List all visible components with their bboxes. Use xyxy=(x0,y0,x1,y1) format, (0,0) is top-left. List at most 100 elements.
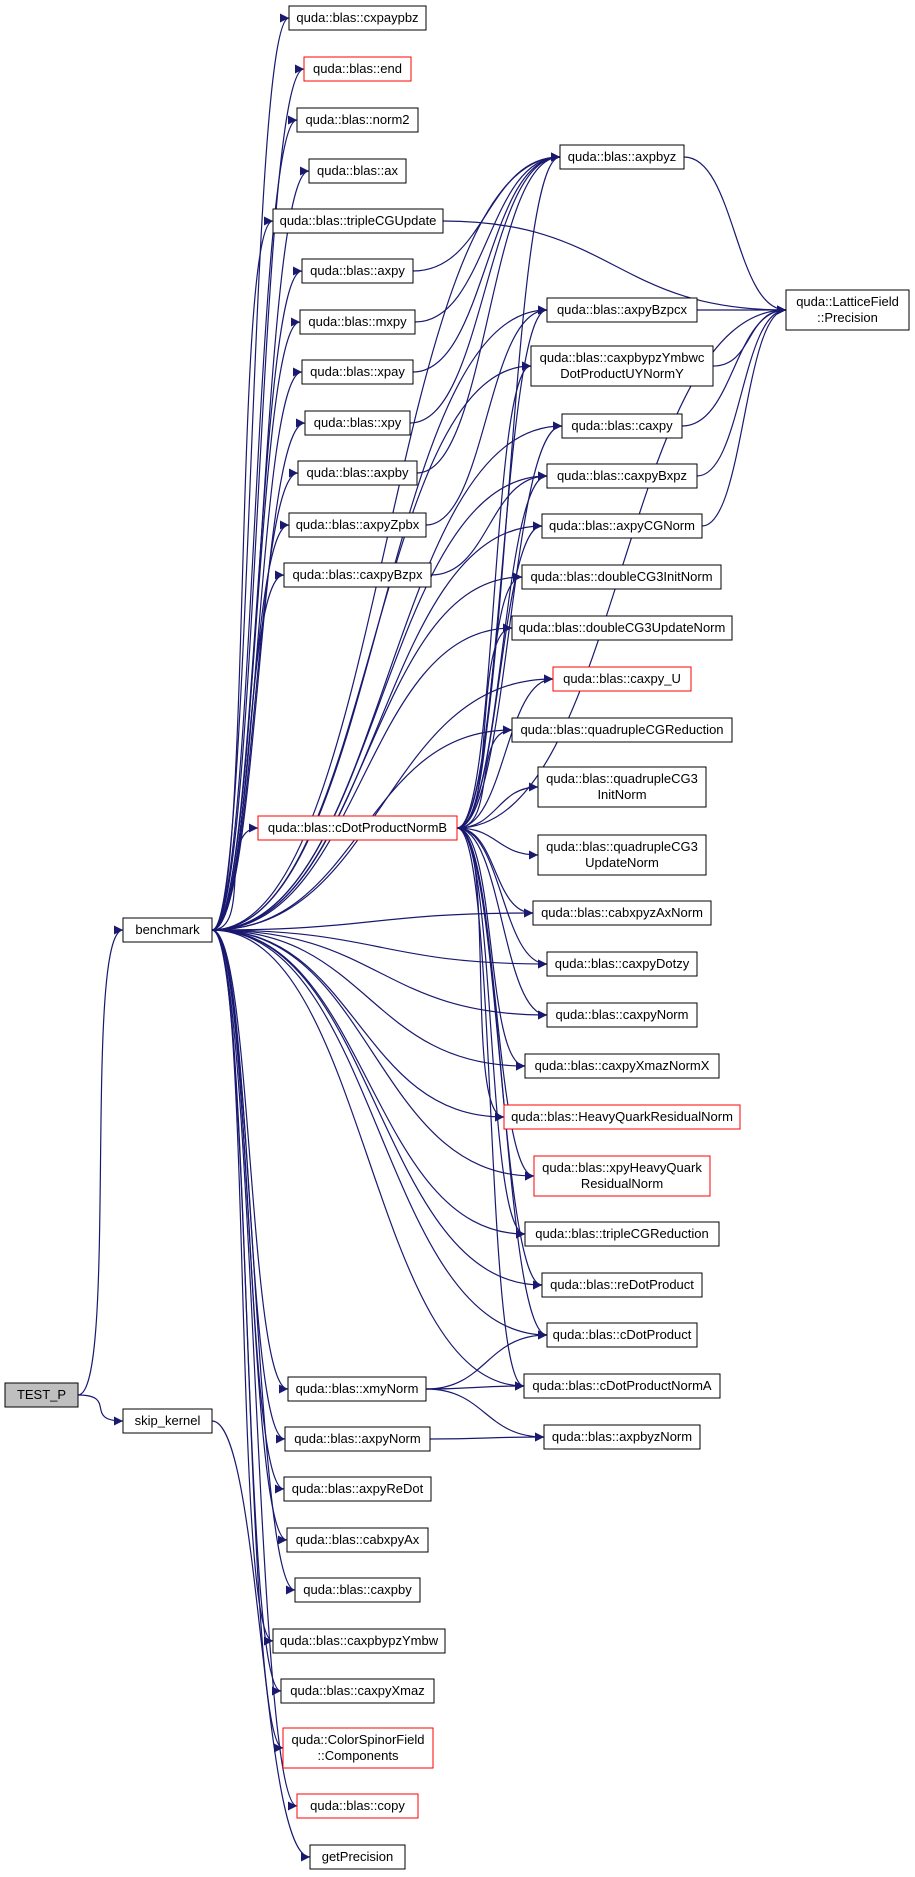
node-end[interactable]: quda::blas::end xyxy=(303,56,412,82)
node-box xyxy=(309,1844,406,1870)
node-copy[interactable]: quda::blas::copy xyxy=(296,1793,419,1819)
node-components[interactable]: quda::ColorSpinorField::Components xyxy=(282,1727,434,1769)
node-mxpy[interactable]: quda::blas::mxpy xyxy=(299,309,416,335)
node-heavy-quark-residual-norm[interactable]: quda::blas::HeavyQuarkResidualNorm xyxy=(503,1104,741,1130)
edges-layer xyxy=(77,13,787,1862)
node-re-dot-product[interactable]: quda::blas::reDotProduct xyxy=(541,1272,703,1298)
node-caxpy-dotzy[interactable]: quda::blas::caxpyDotzy xyxy=(546,951,698,977)
node-label: benchmark xyxy=(135,922,200,937)
edge-caxpy-bxpz-to-precision xyxy=(696,305,787,477)
node-label: quda::LatticeField xyxy=(796,294,899,309)
node-cxpaypbz[interactable]: quda::blas::cxpaypbz xyxy=(288,5,427,31)
node-ax[interactable]: quda::blas::ax xyxy=(308,158,407,184)
node-axpy-zpbx[interactable]: quda::blas::axpyZpbx xyxy=(288,512,427,538)
edge-c-dot-product-norm-b-to-triple-cgreduction xyxy=(456,827,526,1239)
node-caxpby[interactable]: quda::blas::caxpby xyxy=(294,1577,421,1603)
node-c-dot-product-norm-b[interactable]: quda::blas::cDotProductNormB xyxy=(257,815,458,841)
edge-benchmark-to-caxpbypz-ymbw-dp xyxy=(211,361,532,931)
node-box xyxy=(296,107,419,133)
node-xpay[interactable]: quda::blas::xpay xyxy=(301,359,414,385)
edge-xmy-norm-to-c-dot-product xyxy=(425,1330,548,1390)
node-label: quda::ColorSpinorField xyxy=(292,1732,425,1747)
edge-benchmark-to-xpay xyxy=(211,367,303,931)
node-c-dot-product-norm-a[interactable]: quda::blas::cDotProductNormA xyxy=(523,1373,721,1399)
edge-benchmark-to-re-dot-product xyxy=(211,929,543,1290)
node-label: quda::blas::axpyReDot xyxy=(292,1481,424,1496)
edge-benchmark-to-caxpy-norm xyxy=(211,929,548,1020)
edge-xpy-to-axpbyz xyxy=(409,152,561,424)
edge-c-dot-product-norm-b-to-double-cg3-init-norm xyxy=(456,572,523,829)
node-caxpy-norm[interactable]: quda::blas::caxpyNorm xyxy=(546,1002,698,1028)
node-box xyxy=(546,951,698,977)
node-box xyxy=(122,1408,213,1434)
edge-benchmark-to-caxpby xyxy=(211,929,296,1595)
edge-benchmark-to-cabxpy-ax xyxy=(211,929,288,1545)
node-box xyxy=(4,1382,79,1408)
node-cabxpy-ax[interactable]: quda::blas::cabxpyAx xyxy=(286,1527,429,1553)
edge-c-dot-product-norm-b-to-caxpy-norm xyxy=(456,827,548,1020)
node-double-cg3-init-norm[interactable]: quda::blas::doubleCG3InitNorm xyxy=(521,564,722,590)
edge-c-dot-product-norm-b-to-quadruple-cgreduction xyxy=(456,725,513,829)
node-label: quda::blas::ax xyxy=(317,163,398,178)
node-box xyxy=(297,460,418,486)
node-label: quda::blas::axpyNorm xyxy=(294,1431,420,1446)
node-label: quda::blas::copy xyxy=(310,1798,405,1813)
node-label: quda::blas::xmyNorm xyxy=(296,1381,419,1396)
node-triple-cgupdate[interactable]: quda::blas::tripleCGUpdate xyxy=(272,208,444,234)
node-axpy-norm[interactable]: quda::blas::axpyNorm xyxy=(284,1426,431,1452)
node-axpbyz-norm[interactable]: quda::blas::axpbyzNorm xyxy=(543,1424,701,1450)
node-skip-kernel[interactable]: skip_kernel xyxy=(122,1408,213,1434)
node-benchmark[interactable]: benchmark xyxy=(122,917,213,943)
edge-c-dot-product-norm-b-to-c-dot-product-norm-a xyxy=(456,827,525,1391)
node-label: quda::blas::mxpy xyxy=(308,314,407,329)
node-triple-cgreduction[interactable]: quda::blas::tripleCGReduction xyxy=(524,1221,720,1247)
node-axpy-bzpcx[interactable]: quda::blas::axpyBzpcx xyxy=(546,297,698,323)
node-label: quda::blas::doubleCG3UpdateNorm xyxy=(519,620,726,635)
edge-benchmark-to-c-dot-product-norm-a xyxy=(211,929,525,1391)
node-caxpy[interactable]: quda::blas::caxpy xyxy=(561,413,683,439)
node-get-precision[interactable]: getPrecision xyxy=(309,1844,406,1870)
node-caxpy-xmaz-norm-x[interactable]: quda::blas::caxpyXmazNormX xyxy=(524,1053,720,1079)
node-axpy[interactable]: quda::blas::axpy xyxy=(301,258,414,284)
node-label: quda::blas::axpby xyxy=(307,465,409,480)
node-norm2[interactable]: quda::blas::norm2 xyxy=(296,107,419,133)
node-cabxpyz-ax-norm[interactable]: quda::blas::cabxpyzAxNorm xyxy=(532,900,712,926)
node-box xyxy=(552,666,692,692)
node-caxpbypz-ymbw-dp[interactable]: quda::blas::caxpbypzYmbwcDotProductUYNor… xyxy=(530,345,714,387)
node-caxpy-u[interactable]: quda::blas::caxpy_U xyxy=(552,666,692,692)
node-caxpy-xmaz[interactable]: quda::blas::caxpyXmaz xyxy=(280,1678,435,1704)
node-caxpy-bxpz[interactable]: quda::blas::caxpyBxpz xyxy=(546,463,698,489)
node-box xyxy=(546,297,698,323)
node-label: ResidualNorm xyxy=(581,1176,663,1191)
node-test-p[interactable]: TEST_P xyxy=(4,1382,79,1408)
node-box xyxy=(503,1104,741,1130)
edge-caxpy-to-precision xyxy=(681,305,787,427)
node-box xyxy=(301,258,414,284)
edge-benchmark-to-cxpaypbz xyxy=(211,13,290,931)
node-label: skip_kernel xyxy=(135,1413,201,1428)
node-axpby[interactable]: quda::blas::axpby xyxy=(297,460,418,486)
node-box xyxy=(286,1527,429,1553)
node-axpy-cgnorm[interactable]: quda::blas::axpyCGNorm xyxy=(541,513,703,539)
node-quadruple-cgreduction[interactable]: quda::blas::quadrupleCGReduction xyxy=(511,717,733,743)
node-box xyxy=(511,717,733,743)
node-double-cg3-update-norm[interactable]: quda::blas::doubleCG3UpdateNorm xyxy=(511,615,733,641)
node-caxpbypz-ymbw[interactable]: quda::blas::caxpbypzYmbw xyxy=(272,1628,446,1654)
node-label: quda::blas::caxpyXmazNormX xyxy=(535,1058,710,1073)
node-box xyxy=(561,413,683,439)
edge-benchmark-to-caxpbypz-ymbw xyxy=(211,929,274,1646)
node-box xyxy=(541,513,703,539)
edge-benchmark-to-caxpy-bxpz xyxy=(211,471,548,931)
node-c-dot-product[interactable]: quda::blas::cDotProduct xyxy=(546,1322,698,1348)
node-xpy[interactable]: quda::blas::xpy xyxy=(304,410,411,436)
node-caxpy-bzpx[interactable]: quda::blas::caxpyBzpx xyxy=(283,562,432,588)
node-label: ::Precision xyxy=(817,310,878,325)
node-xmy-norm[interactable]: quda::blas::xmyNorm xyxy=(287,1376,427,1402)
node-axpy-re-dot[interactable]: quda::blas::axpyReDot xyxy=(283,1476,432,1502)
node-axpbyz[interactable]: quda::blas::axpbyz xyxy=(559,144,685,170)
node-precision[interactable]: quda::LatticeField::Precision xyxy=(785,289,910,331)
node-label: quda::blas::cDotProductNormA xyxy=(532,1378,712,1393)
